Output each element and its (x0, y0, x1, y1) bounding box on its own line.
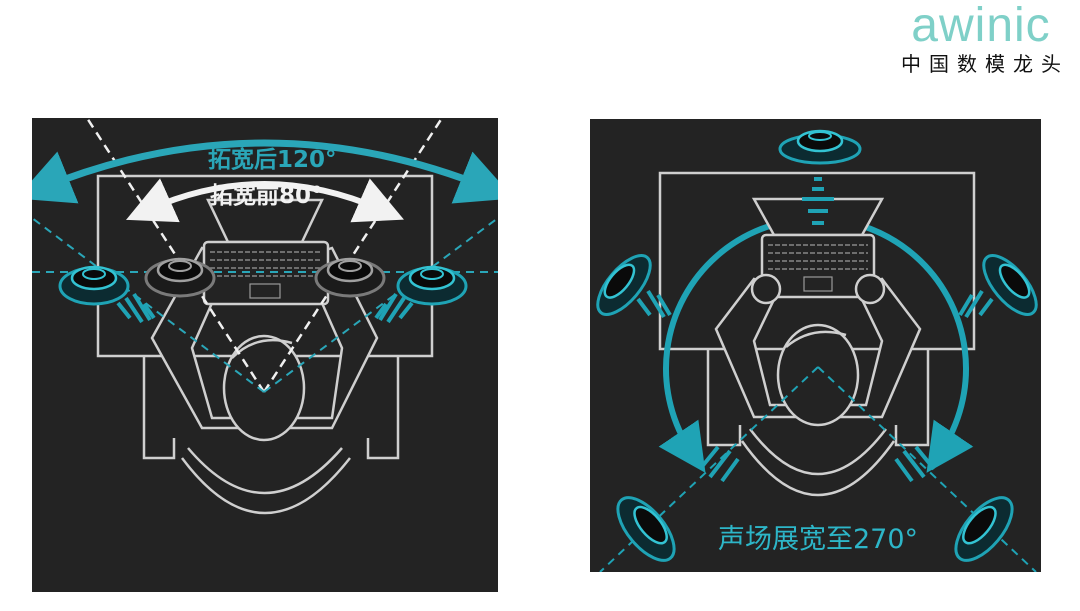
panel-before-after-widening: 拓宽后120° 拓宽前80° (32, 118, 498, 592)
speaker-inner-left-icon (144, 257, 216, 298)
sound-wave-left (116, 292, 156, 324)
sound-wave-top (802, 177, 834, 225)
laptop-keyboard (202, 240, 330, 306)
sound-wave-bottom-right (894, 445, 936, 483)
speaker-top-icon (778, 129, 862, 165)
speaker-outer-left-icon (58, 265, 130, 306)
arc-before-80 (126, 178, 404, 223)
speaker-bottom-right-icon (954, 496, 1014, 562)
speaker-inner-right-icon (314, 257, 386, 298)
right-diagram-illustration (596, 129, 1038, 572)
label-soundfield-270: 声场展宽至270° (718, 524, 919, 555)
chair-arms (706, 349, 930, 447)
chair-back (180, 457, 351, 515)
speaker-left-icon (596, 254, 652, 316)
person-head (776, 323, 860, 427)
left-diagram-illustration (32, 118, 498, 515)
sound-wave-bottom-left (698, 445, 740, 483)
speaker-bottom-left-icon (616, 496, 676, 562)
logo-tagline: 中国数模龙头 (901, 52, 1069, 76)
laptop-keyboard (760, 233, 876, 299)
sound-wave-left (636, 289, 672, 319)
label-after-widening: 拓宽后120° (208, 147, 337, 173)
label-before-widening: 拓宽前80° (210, 183, 323, 209)
sound-wave-right (374, 292, 414, 324)
person-head (222, 334, 306, 442)
awinic-logo: awinic 中国数模龙头 (888, 0, 1074, 77)
panel-270-soundfield: 声场展宽至270° (590, 119, 1041, 572)
arc-after-120 (32, 139, 498, 204)
speaker-right-icon (982, 254, 1038, 316)
chair-back (740, 440, 896, 497)
laptop-screen (751, 197, 885, 237)
logo-wordmark: awinic (911, 0, 1051, 52)
chair-arms (142, 356, 400, 460)
rear-angle-lines (599, 366, 1037, 572)
sound-wave-right (958, 289, 994, 319)
speaker-outer-right-icon (396, 265, 468, 306)
